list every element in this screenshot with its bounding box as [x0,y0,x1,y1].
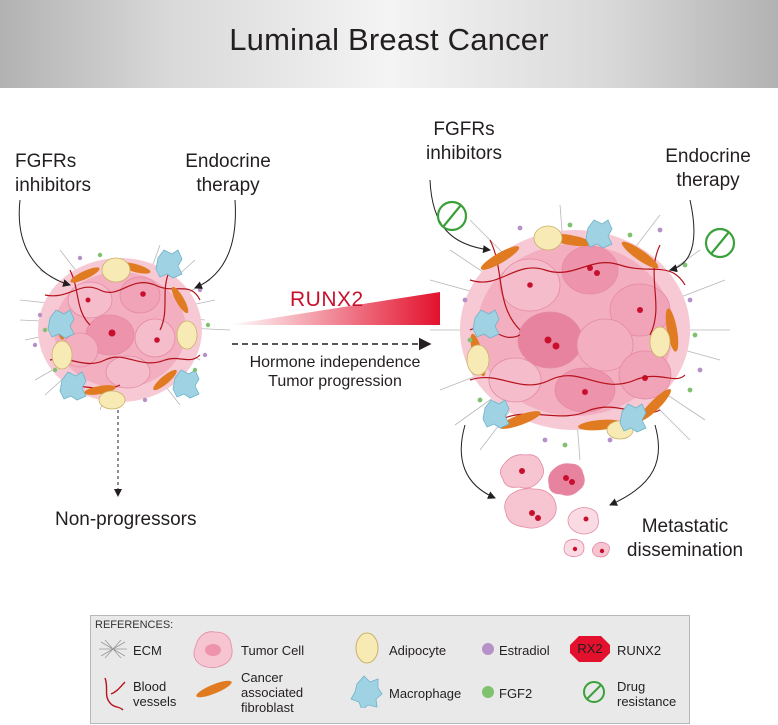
runx2-octagon-icon [570,636,610,662]
runx2-label: RUNX2 [290,288,364,311]
title-banner: Luminal Breast Cancer [0,0,778,88]
drug-resistance-icon [583,681,605,703]
non-progressors-label: Non-progressors [55,509,197,530]
metastasis-right-arrow [609,424,659,506]
right-tumor [429,204,730,461]
fibroblast-icon [196,680,232,698]
legend-title: REFERENCES: [95,619,174,631]
macrophage-icon [350,675,383,708]
legend-fgf2: FGF2 [499,686,533,701]
legend-estradiol: Estradiol [499,643,550,658]
drug-resistance-icon-fgfr [436,200,468,232]
diagram-canvas [18,179,736,558]
fgf2-icon [482,686,494,698]
tumor-cell-icon [193,631,233,668]
metastatic-cells [500,454,610,558]
page-title: Luminal Breast Cancer [229,22,549,57]
legend-adipocyte: Adipocyte [389,643,447,658]
right-endocrine-arrow [669,199,695,273]
left-tumor [19,244,231,411]
estradiol-icon [482,643,494,655]
legend-runx2: RUNX2 [617,643,662,658]
runx2-symbol-text: RX2 [577,641,603,656]
runx2-gradient-wedge [228,292,440,325]
legend-macrophage: Macrophage [389,686,462,701]
ecm-icon [99,639,127,659]
legend-tumor-cell: Tumor Cell [241,643,305,658]
right-fgfr-arrow [429,179,491,254]
legend-ecm: ECM [133,643,162,658]
blood-vessel-icon [104,677,126,711]
adipocyte-icon [355,632,379,664]
left-fgfr-arrow [18,199,71,287]
drug-resistance-icon-endocrine [704,227,736,259]
metastasis-left-arrow [460,424,496,499]
left-endocrine-arrow [194,199,236,289]
